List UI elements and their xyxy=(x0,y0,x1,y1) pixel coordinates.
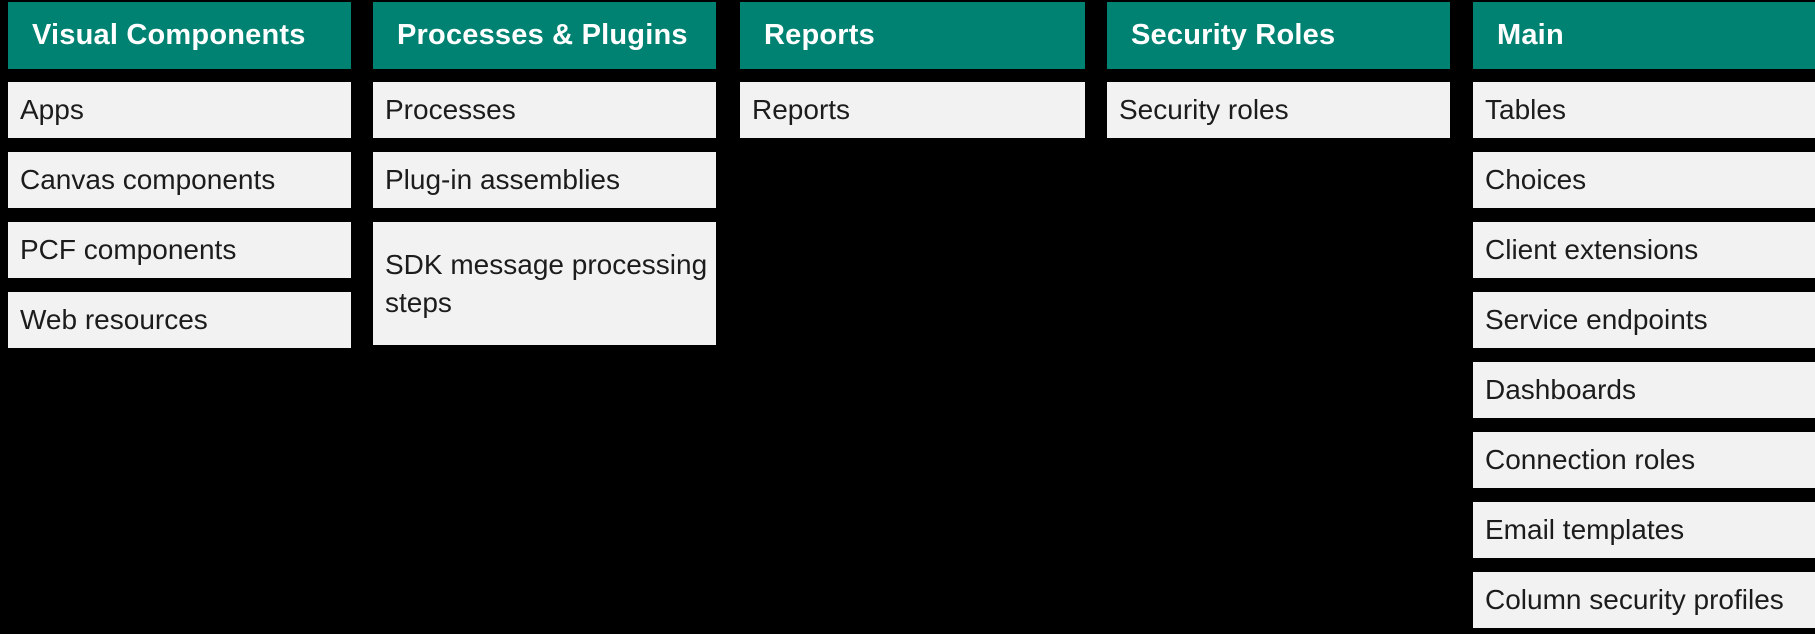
cell-label: Processes xyxy=(385,94,516,126)
cell-label: Plug-in assemblies xyxy=(385,164,620,196)
cell-canvas-components: Canvas components xyxy=(8,152,351,208)
column-header-security-roles: Security Roles xyxy=(1107,2,1450,69)
cell-email-templates: Email templates xyxy=(1473,502,1815,558)
cell-label: PCF components xyxy=(20,234,237,266)
column-header-processes-plugins: Processes & Plugins xyxy=(373,2,716,69)
cell-label: Apps xyxy=(20,94,84,126)
column-title: Processes & Plugins xyxy=(397,19,688,51)
column-title: Main xyxy=(1497,19,1564,51)
cell-reports: Reports xyxy=(740,82,1085,138)
column-security-roles: Security Roles Security roles xyxy=(1107,2,1450,152)
column-title: Reports xyxy=(764,19,875,51)
cell-security-roles: Security roles xyxy=(1107,82,1450,138)
cell-label: Client extensions xyxy=(1485,234,1699,266)
cell-plug-in-assemblies: Plug-in assemblies xyxy=(373,152,716,208)
cell-apps: Apps xyxy=(8,82,351,138)
cell-sdk-message-processing-steps: SDK message processing steps xyxy=(373,222,716,345)
cell-client-extensions: Client extensions xyxy=(1473,222,1815,278)
cell-processes: Processes xyxy=(373,82,716,138)
cell-label: Tables xyxy=(1485,94,1566,126)
cell-label: Service endpoints xyxy=(1485,304,1708,336)
column-title: Visual Components xyxy=(32,19,306,51)
cell-label: SDK message processing steps xyxy=(385,248,708,318)
cell-label: Security roles xyxy=(1119,94,1289,126)
cell-label: Choices xyxy=(1485,164,1587,196)
cell-label: Reports xyxy=(752,94,851,126)
column-title: Security Roles xyxy=(1131,19,1336,51)
cell-pcf-components: PCF components xyxy=(8,222,351,278)
column-header-main: Main xyxy=(1473,2,1815,69)
column-header-visual-components: Visual Components xyxy=(8,2,351,69)
column-processes-plugins: Processes & Plugins Processes Plug-in as… xyxy=(373,2,716,359)
cell-tables: Tables xyxy=(1473,82,1815,138)
cell-service-endpoints: Service endpoints xyxy=(1473,292,1815,348)
cell-label: Column security profiles xyxy=(1485,584,1784,616)
column-main: Main Tables Choices Client extensions Se… xyxy=(1473,2,1815,634)
cell-label: Email templates xyxy=(1485,514,1685,546)
cell-connection-roles: Connection roles xyxy=(1473,432,1815,488)
cell-column-security-profiles: Column security profiles xyxy=(1473,572,1815,628)
cell-label: Connection roles xyxy=(1485,444,1696,476)
column-reports: Reports Reports xyxy=(740,2,1085,152)
column-visual-components: Visual Components Apps Canvas components… xyxy=(8,2,351,362)
cell-web-resources: Web resources xyxy=(8,292,351,348)
column-header-reports: Reports xyxy=(740,2,1085,69)
cell-choices: Choices xyxy=(1473,152,1815,208)
cell-label: Canvas components xyxy=(20,164,276,196)
cell-label: Dashboards xyxy=(1485,374,1636,406)
cell-dashboards: Dashboards xyxy=(1473,362,1815,418)
cell-label: Web resources xyxy=(20,304,208,336)
